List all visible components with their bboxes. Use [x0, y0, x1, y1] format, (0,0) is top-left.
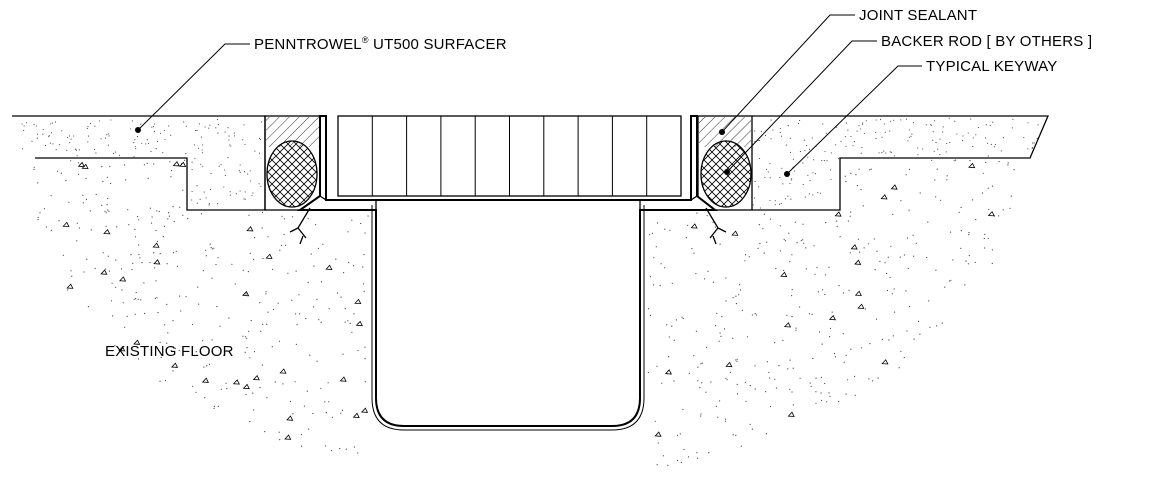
existing-floor-concrete: [33, 159, 1015, 466]
surfacer-layer-left: [12, 115, 266, 211]
left-joint: [264, 115, 321, 211]
left-anchor: [289, 207, 311, 245]
label-surfacer: PENNTROWEL® UT500 SURFACER: [254, 35, 507, 53]
leaders: [135, 14, 922, 177]
label-backer-rod: BACKER ROD [ BY OTHERS ]: [881, 33, 1092, 50]
leader-dot-keyway: [784, 171, 790, 177]
surfacer-speckle: [21, 117, 1041, 209]
label-typical-keyway: TYPICAL KEYWAY: [926, 58, 1057, 75]
left-backer-rod: [266, 140, 318, 208]
leader-dot-sealant: [719, 129, 725, 135]
surfacer-layer-right: [752, 115, 1049, 211]
right-joint: [697, 115, 753, 211]
right-frame-flange: [639, 195, 717, 211]
leader-dot-backer: [724, 169, 730, 175]
left-frame-flange: [297, 195, 377, 211]
right-anchor: [705, 207, 727, 245]
trench-channel: [296, 115, 718, 427]
label-joint-sealant: JOINT SEALANT: [859, 7, 977, 24]
label-existing-floor: EXISTING FLOOR: [105, 343, 234, 360]
trench-grate: [337, 115, 682, 197]
leader-dot-surfacer: [135, 127, 141, 133]
